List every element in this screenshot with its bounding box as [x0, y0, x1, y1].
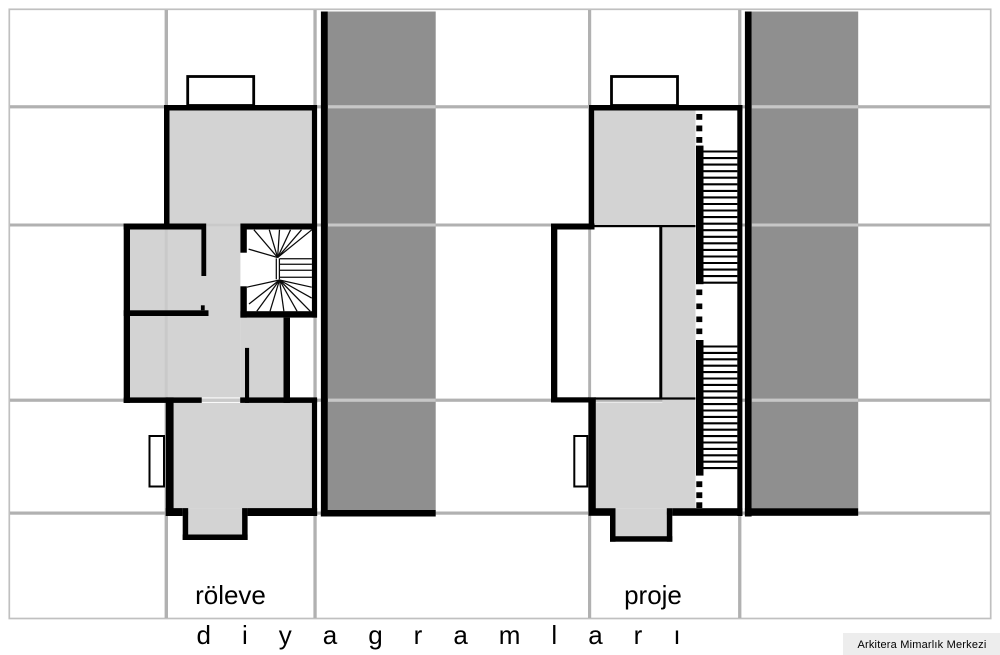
- svg-text:diyagramları: diyagramları: [197, 620, 712, 650]
- svg-text:röleve: röleve: [195, 580, 266, 610]
- svg-text:Arkitera Mimarlık Merkezi: Arkitera Mimarlık Merkezi: [857, 639, 986, 651]
- svg-text:proje: proje: [624, 580, 682, 610]
